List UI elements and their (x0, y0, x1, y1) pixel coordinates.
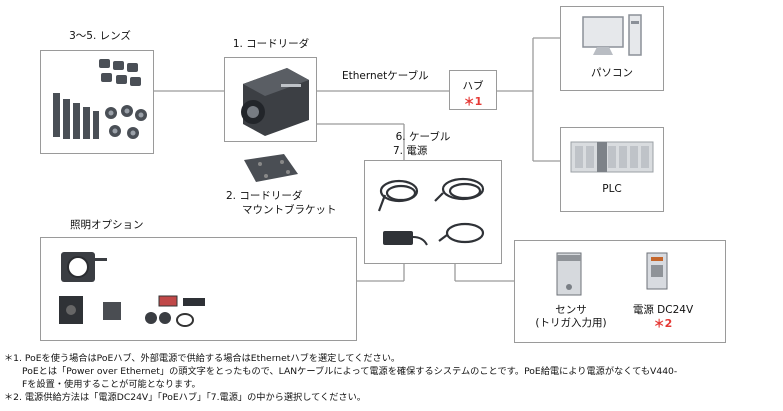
lens-box (40, 50, 154, 154)
plc-box: PLC (560, 127, 664, 212)
note-1-line-1: ＊1. PoEを使う場合はPoEハブ、外部電源で供給する場合はEthernetハ… (4, 353, 401, 364)
footnotes: ＊1. PoEを使う場合はPoEハブ、外部電源で供給する場合はEthernetハ… (4, 352, 677, 404)
cable-label-2: 7. 電源 (393, 145, 428, 157)
lighting-icon (59, 252, 205, 327)
lens-label: 3～5. レンズ (69, 30, 131, 42)
sensor-icon (556, 252, 582, 296)
note-1-line-3: Fを設置・使用することが可能となります。 (22, 379, 201, 390)
lighting-box (40, 237, 357, 341)
power-label: 電源 DC24V (632, 304, 694, 316)
bracket-label-2: マウントブラケット (242, 204, 337, 216)
note-2-line-1: ＊2. 電源供給方法は「電源DC24V」「PoEハブ」「7.電源」の中から選択し… (4, 392, 366, 403)
power-note-mark: ＊2 (653, 317, 673, 330)
note-1-line-2: PoEとは「Power over Ethernet」の頭文字をとったもので、LA… (22, 366, 678, 377)
hub-label: ハブ (462, 80, 484, 92)
lighting-label: 照明オプション (70, 219, 144, 231)
pc-icon (582, 14, 642, 56)
plc-icon (570, 141, 654, 173)
hub-box: ハブ ＊1 (449, 70, 497, 110)
lens-icon (53, 59, 147, 139)
hub-note-mark: ＊1 (463, 95, 483, 108)
cable-label-1: 6. ケーブル (395, 131, 451, 143)
cable-icon (377, 177, 485, 246)
reader-box (224, 57, 317, 142)
cable-box (364, 160, 502, 264)
pc-label: パソコン (591, 67, 633, 79)
sensor-label-1: センサ (555, 304, 587, 316)
sensor-box: センサ (トリガ入力用) 電源 DC24V ＊2 (514, 240, 726, 343)
sensor-label-2: (トリガ入力用) (535, 317, 607, 329)
code-reader-icon (241, 68, 309, 136)
ethernet-label: Ethernetケーブル (342, 70, 429, 82)
power-supply-icon (646, 252, 668, 290)
bracket-icon (238, 152, 302, 186)
pc-box: パソコン (560, 6, 664, 91)
plc-label: PLC (602, 183, 622, 195)
reader-label: 1. コードリーダ (232, 38, 310, 50)
bracket-label-1: 2. コードリーダ (226, 190, 303, 202)
